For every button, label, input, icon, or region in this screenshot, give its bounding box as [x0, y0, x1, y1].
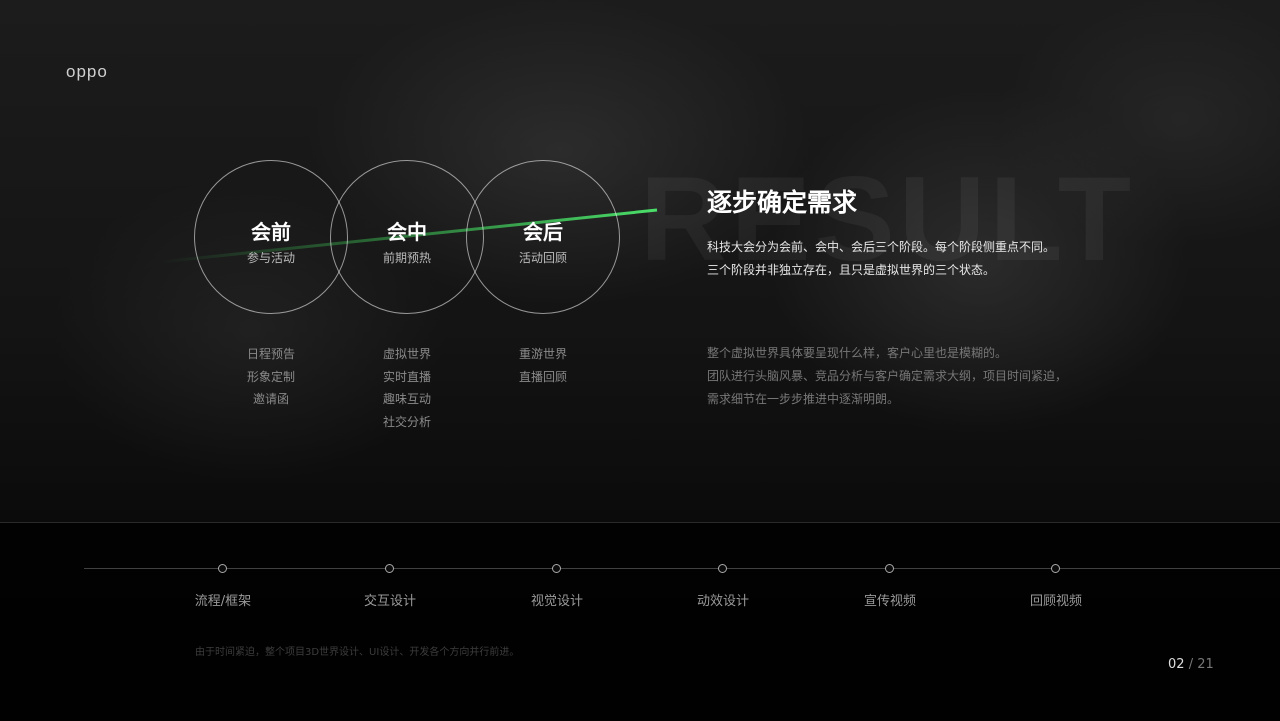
detail-line: 需求细节在一步步推进中逐渐明朗。	[707, 392, 900, 406]
phase-subtitle-before: 参与活动	[246, 251, 295, 265]
timeline-track	[84, 568, 1280, 569]
page-indicator: 02 / 21	[1168, 657, 1214, 672]
list-item: 重游世界	[518, 347, 567, 361]
timeline-step-promo-video[interactable]: 宣传视频	[863, 594, 916, 609]
section-description: 科技大会分为会前、会中、会后三个阶段。每个阶段侧重点不同。 三个阶段并非独立存在…	[707, 236, 1055, 282]
timeline-step-visual[interactable]: 视觉设计	[530, 594, 583, 609]
section-title: 逐步确定需求	[707, 188, 858, 217]
timeline-node-review-video[interactable]	[1051, 564, 1060, 573]
timeline-step-interaction[interactable]: 交互设计	[363, 594, 416, 609]
list-item: 虚拟世界	[382, 347, 431, 361]
page-total: 21	[1197, 657, 1214, 672]
list-item: 趣味互动	[382, 392, 431, 406]
phase-title-after: 会后	[523, 220, 563, 244]
phase-subtitle-after: 活动回顾	[518, 251, 567, 265]
oppo-logo: oppo	[66, 62, 108, 81]
timeline-step-review-video[interactable]: 回顾视频	[1029, 594, 1082, 609]
phase-subtitle-during: 前期预热	[382, 251, 431, 265]
phase-circle-after	[466, 160, 620, 314]
description-line: 三个阶段并非独立存在，且只是虚拟世界的三个状态。	[707, 263, 996, 277]
page-current: 02	[1168, 657, 1185, 672]
timeline-step-motion[interactable]: 动效设计	[696, 594, 749, 609]
phase-items-before: 日程预告 形象定制 邀请函	[194, 343, 348, 411]
timeline-node-motion[interactable]	[718, 564, 727, 573]
bottom-panel	[0, 522, 1280, 721]
description-line: 科技大会分为会前、会中、会后三个阶段。每个阶段侧重点不同。	[707, 240, 1056, 254]
detail-line: 整个虚拟世界具体要呈现什么样，客户心里也是模糊的。	[707, 346, 1008, 360]
list-item: 直播回顾	[518, 369, 567, 384]
detail-line: 团队进行头脑风暴、竞品分析与客户确定需求大纲，项目时间紧迫，	[707, 369, 1068, 383]
phase-title-during: 会中	[387, 220, 427, 244]
background-watermark: RESULT	[640, 152, 1136, 286]
timeline-node-visual[interactable]	[552, 564, 561, 573]
timeline-node-flow[interactable]	[218, 564, 227, 573]
phase-title-before: 会前	[251, 220, 291, 244]
section-details: 整个虚拟世界具体要呈现什么样，客户心里也是模糊的。 团队进行头脑风暴、竞品分析与…	[707, 342, 1067, 411]
list-item: 日程预告	[246, 347, 295, 361]
timeline-node-promo-video[interactable]	[885, 564, 894, 573]
list-item: 社交分析	[382, 414, 431, 429]
list-item: 邀请函	[252, 392, 289, 406]
list-item: 实时直播	[382, 369, 431, 384]
page-separator: /	[1188, 657, 1194, 672]
phase-items-during: 虚拟世界 实时直播 趣味互动 社交分析	[330, 343, 484, 433]
timeline-node-interaction[interactable]	[385, 564, 394, 573]
timeline-footnote: 由于时间紧迫，整个项目3D世界设计、UI设计、开发各个方向并行前进。	[195, 647, 520, 658]
timeline-step-flow[interactable]: 流程/框架	[194, 594, 252, 609]
phase-items-after: 重游世界 直播回顾	[466, 343, 620, 388]
list-item: 形象定制	[246, 369, 295, 384]
